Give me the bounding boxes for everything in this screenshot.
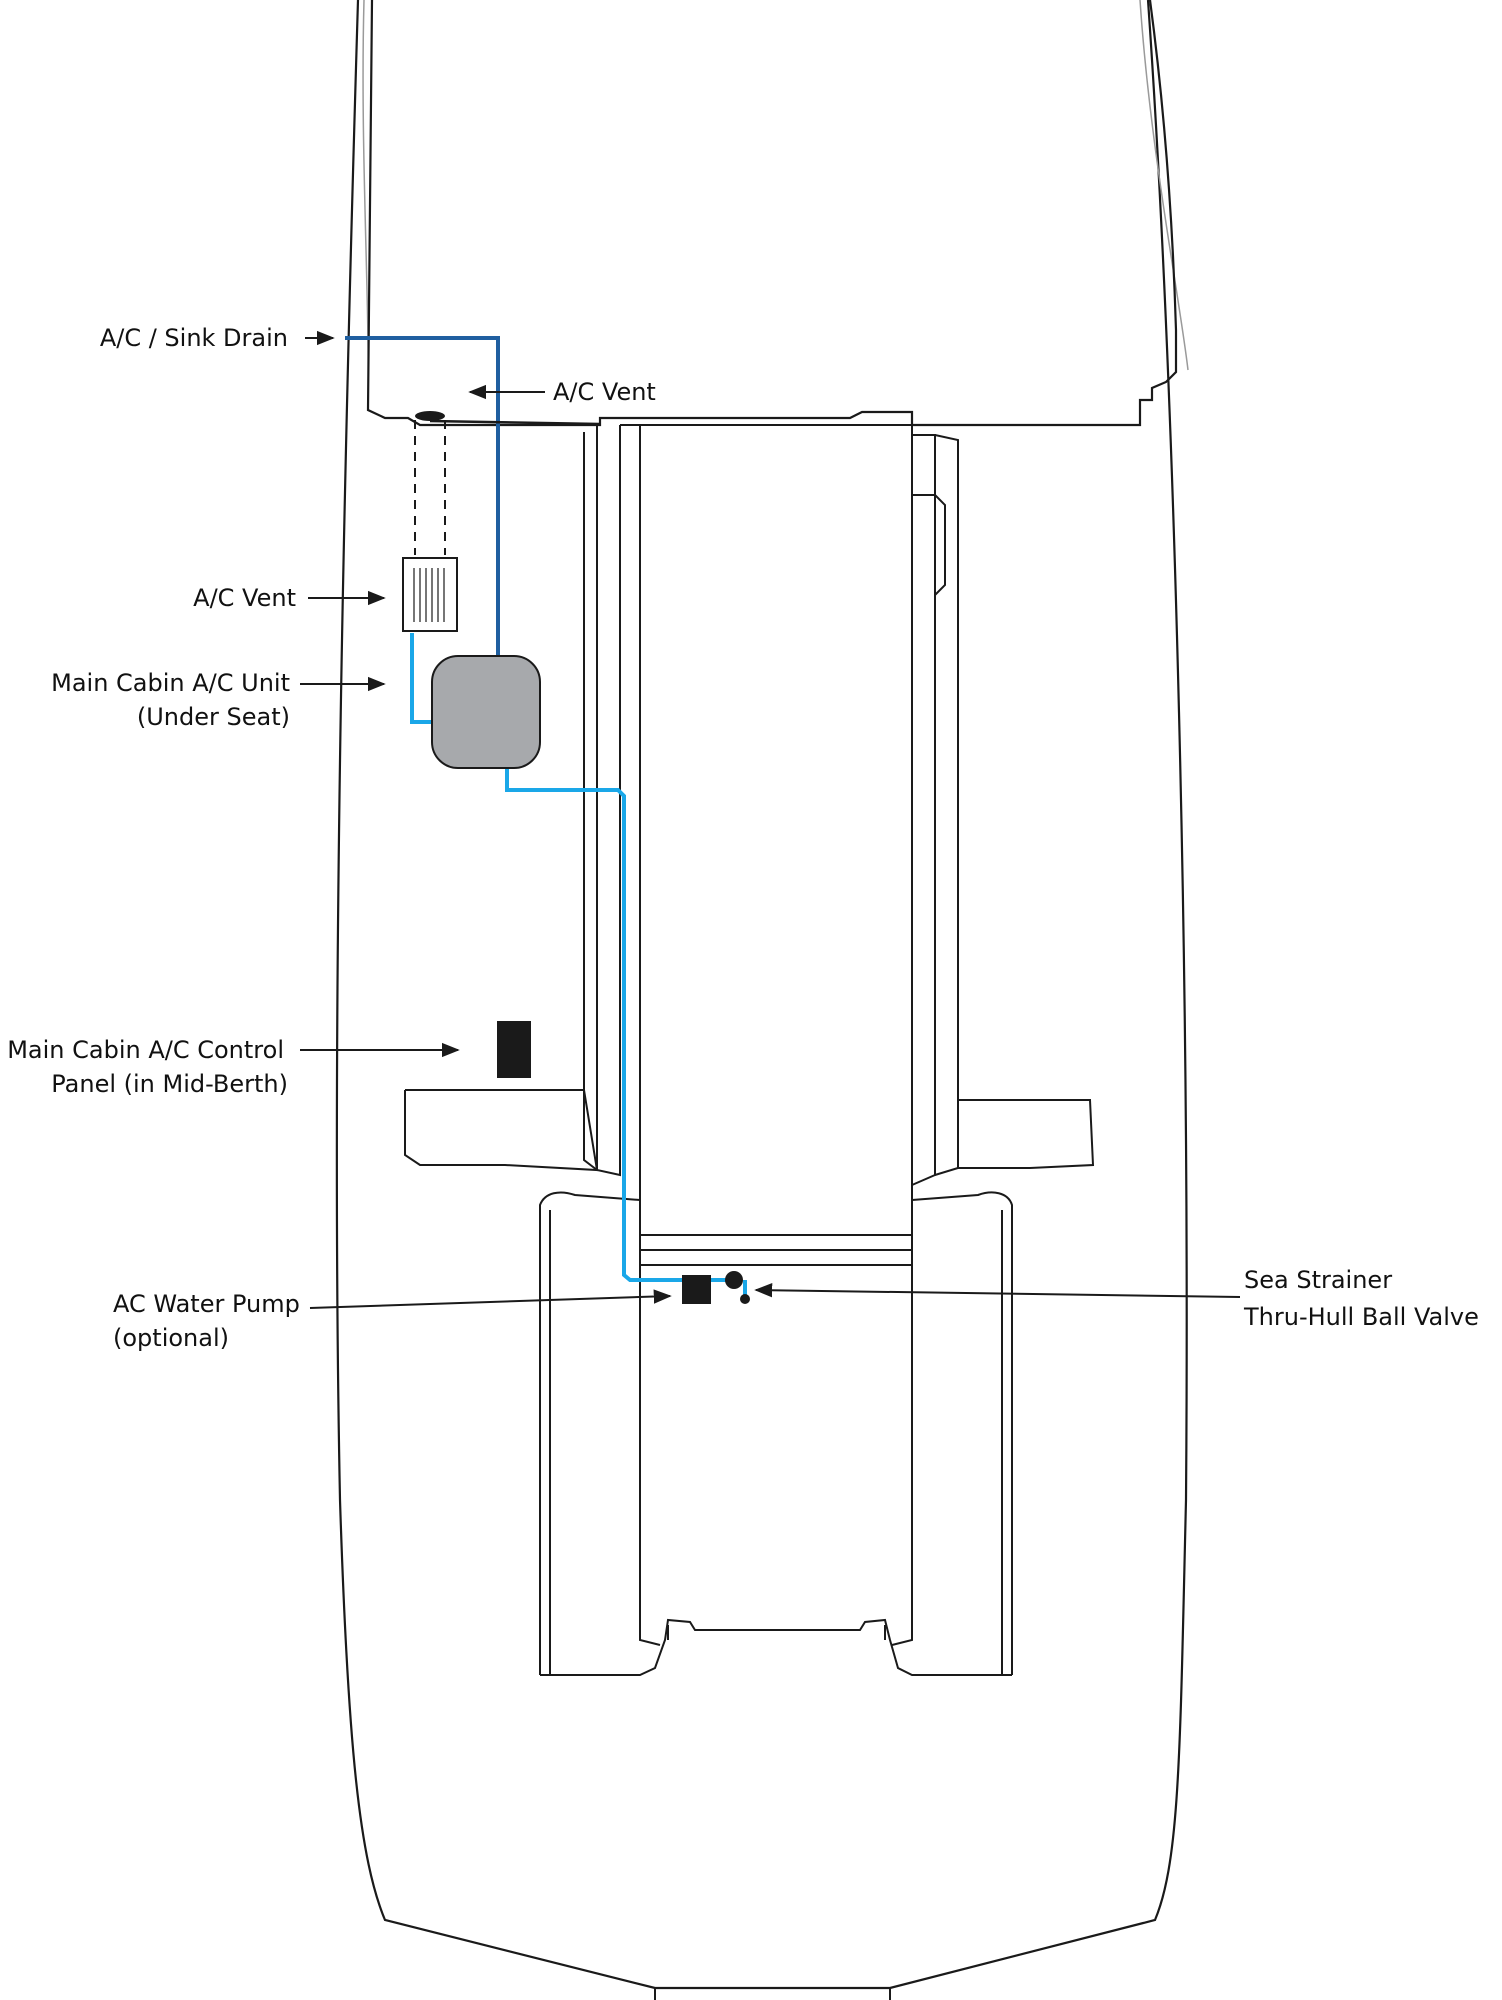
mid-berth-steps: [404, 1089, 1095, 1172]
ac-vent-grille: [402, 557, 458, 632]
thru-hull-ball-valve: [740, 1294, 750, 1304]
right-berth-rails: [911, 434, 959, 1186]
water-line-main: [505, 765, 690, 1282]
label-sea-strainer: Sea Strainer: [1244, 1266, 1393, 1294]
label-ac-unit-line2: (Under Seat): [136, 703, 290, 731]
transom-step: [654, 1988, 891, 2000]
control-panel: [497, 1021, 531, 1078]
label-ball-valve: Thru-Hull Ball Valve: [1244, 1303, 1479, 1331]
label-control-panel-line2: Panel (in Mid-Berth): [51, 1070, 288, 1098]
water-line-vent: [410, 633, 434, 724]
left-berth-rails: [583, 424, 640, 1177]
forward-cabin-outline: [366, 0, 1178, 427]
leader-arrows: [300, 330, 1241, 1309]
drain-line: [345, 336, 500, 660]
ac-unit: [431, 655, 541, 769]
aft-cockpit: [539, 1191, 1013, 1676]
label-water-pump-line1: AC Water Pump: [113, 1290, 300, 1318]
label-sink-drain: A/C / Sink Drain: [99, 324, 288, 352]
sea-strainer: [725, 1271, 743, 1289]
vent-duct: [414, 411, 601, 555]
water-pump: [682, 1275, 711, 1304]
label-control-panel-line1: Main Cabin A/C Control: [7, 1036, 284, 1064]
hull-outline: [335, 0, 1188, 1990]
center-console: [639, 424, 913, 1266]
label-vent-mid: A/C Vent: [193, 584, 296, 612]
label-ac-unit-line1: Main Cabin A/C Unit: [51, 669, 290, 697]
label-water-pump-line2: (optional): [113, 1324, 229, 1352]
label-vent-top: A/C Vent: [553, 378, 656, 406]
hull-sheer-line: [362, 0, 1189, 411]
